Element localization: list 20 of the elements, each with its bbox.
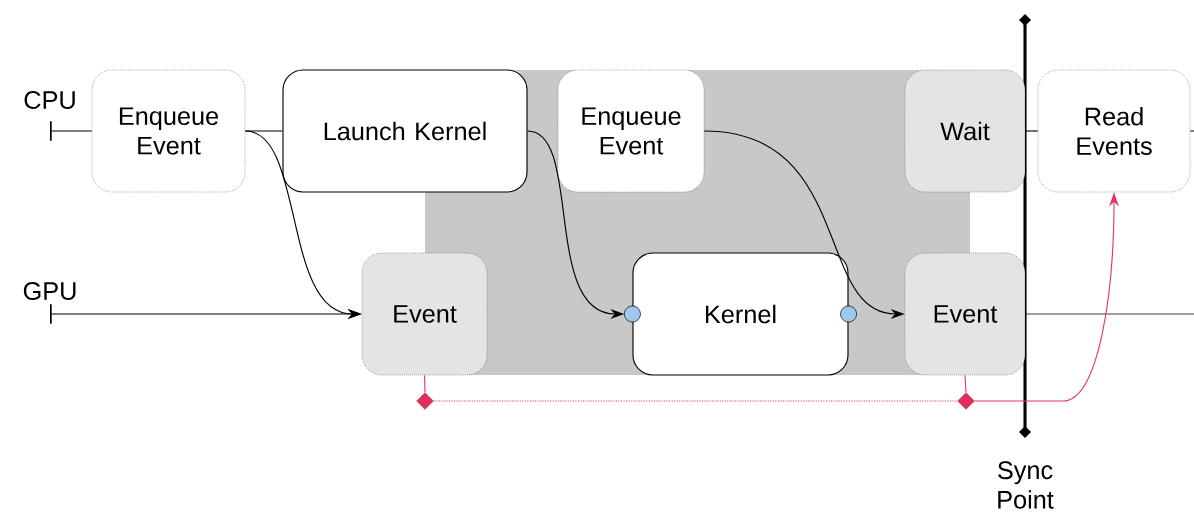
connector [1024,130,1039,132]
connector [50,120,93,142]
sync-label: Sync Point [998,461,1054,509]
diamond-marker [957,392,975,410]
process-box: Read Events [1037,69,1191,193]
connector [1189,130,1194,132]
process-box: Wait [904,69,1026,193]
connector [244,130,283,132]
connector [433,400,958,402]
timeline-label: GPU [23,282,76,300]
timeline-label: CPU [24,91,75,109]
event-box: Enqueue Event [91,69,246,193]
diamond-marker [416,392,434,410]
event-box: Event [904,252,1026,376]
connector [964,374,967,393]
event-box: Enqueue Event [557,69,705,193]
process-box: Launch Kernel [282,69,528,193]
event-box: Event [361,252,488,376]
kernel-box: Kernel [624,252,857,376]
connector [423,374,426,393]
